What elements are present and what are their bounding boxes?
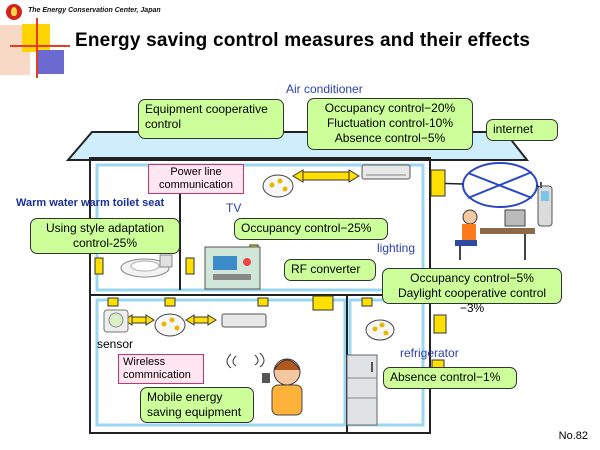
header-decoration: [0, 0, 70, 80]
lower-arrows: [123, 314, 217, 326]
rf-converter-text: RF converter: [291, 262, 361, 276]
toilet-line1-text: Using style adaptation: [45, 221, 165, 235]
logo: [6, 4, 22, 20]
page-title: Energy saving control measures and their…: [75, 30, 531, 51]
label-sensor: sensor: [97, 337, 134, 351]
person-with-remote-icon: [226, 352, 303, 416]
tag-wireless: Wireless commnication: [118, 354, 204, 384]
callout-lighting-effect: Occupancy control−5% Daylight cooperativ…: [382, 268, 562, 315]
fridge-absence-text: Absence control−1%: [390, 370, 501, 384]
aircon-occupancy-text: Occupancy control−20%: [324, 101, 456, 115]
label-air-conditioner: Air conditioner: [286, 82, 363, 96]
refrigerator-icon: [346, 354, 378, 426]
label-toilet-seat: Warm water warm toilet seat: [16, 197, 165, 209]
callout-mobile-equipment: Mobile energy saving equipment: [140, 387, 254, 423]
callout-toilet-effect: Using style adaptation control-25%: [30, 218, 180, 254]
callout-equipment-cooperative-text: Equipment cooperative control: [145, 102, 268, 131]
label-refrigerator: refrigerator: [400, 346, 459, 360]
callout-tv-effect: Occupancy control−25%: [234, 218, 388, 240]
tag-power-line: Power line communication: [148, 164, 244, 194]
sensor-device-icon: [103, 309, 129, 333]
mobile-line1-text: Mobile energy: [147, 390, 223, 404]
callout-aircon-effects: Occupancy control−20% Fluctuation contro…: [307, 98, 473, 150]
callout-internet-text: internet: [493, 122, 534, 136]
ceiling-lamp-upper: [262, 174, 294, 198]
cooperative-arrow: [292, 169, 360, 183]
lower-air-conditioner: [221, 313, 267, 328]
aircon-fluctuation-text: Fluctuation control-10%: [326, 116, 454, 130]
aircon-absence-text: Absence control−5%: [334, 131, 446, 145]
organization-name: The Energy Conservation Center, Japan: [28, 7, 161, 14]
toilet-seat-icon: [120, 254, 173, 278]
toilet-line2-text: control-25%: [72, 236, 138, 250]
mobile-line2-text: saving equipment: [147, 405, 242, 419]
ceiling-lamp-lower-left: [154, 313, 186, 337]
mobile-phone-icon: [537, 182, 553, 227]
tv-panel-icon: [204, 246, 261, 290]
tv-occupancy-text: Occupancy control−25%: [241, 221, 372, 235]
lighting-occupancy-text: Occupancy control−5%: [410, 271, 534, 285]
callout-fridge-effect: Absence control−1%: [383, 367, 517, 389]
person-at-computer-icon: [455, 209, 535, 260]
label-lighting: lighting: [377, 241, 416, 255]
label-tv: TV: [226, 201, 242, 215]
tag-power-line-text: Power line communication: [159, 166, 233, 191]
callout-internet: internet: [486, 119, 558, 141]
air-conditioner-unit: [361, 164, 411, 180]
callout-rf-converter: RF converter: [284, 259, 376, 281]
lighting-daylight-text: Daylight cooperative control −3%: [397, 286, 547, 315]
callout-equipment-cooperative: Equipment cooperative control: [138, 99, 284, 139]
tag-wireless-text: Wireless commnication: [123, 356, 191, 381]
ceiling-lamp-lower-right: [365, 319, 395, 341]
page-number: No.82: [558, 430, 588, 442]
